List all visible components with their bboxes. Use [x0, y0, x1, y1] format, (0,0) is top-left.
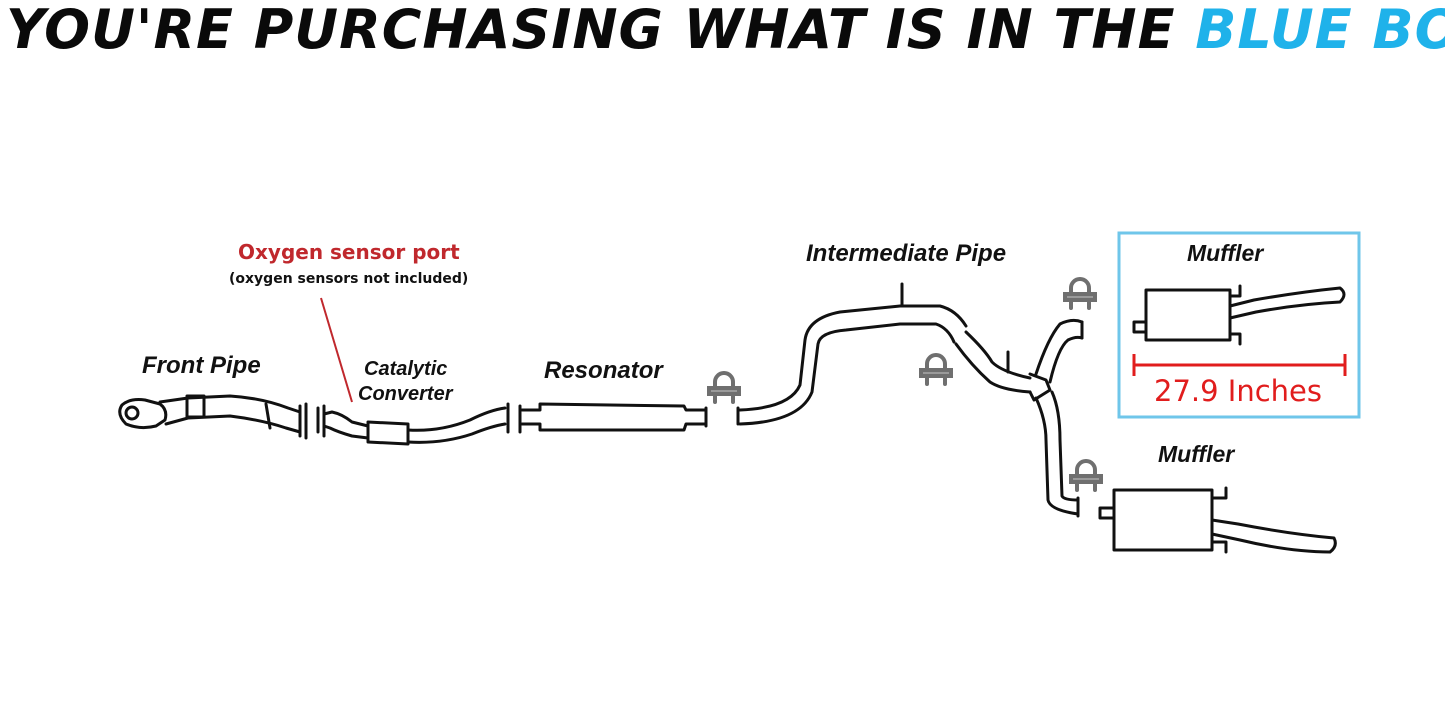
clamp-4: [1069, 459, 1103, 492]
front-pipe-part: [118, 394, 308, 440]
front-pipe-label: Front Pipe: [142, 352, 261, 379]
intermediate-pipe-label: Intermediate Pipe: [806, 240, 1007, 267]
oxygen-leader-line: [320, 297, 353, 403]
headline-prefix: YOU'RE PURCHASING WHAT IS IN THE: [6, 0, 1196, 61]
resonator-part: [518, 402, 708, 434]
clamp-3: [1063, 277, 1097, 310]
measurement-label: 27.9 Inches: [1154, 374, 1322, 408]
clamp-1: [707, 371, 741, 404]
catalytic-label-line2: Converter: [358, 383, 453, 405]
oxygen-port-label: Oxygen sensor port: [238, 240, 460, 264]
clamp-group: [707, 277, 1103, 492]
resonator-label: Resonator: [544, 357, 663, 384]
measurement-line: [1132, 354, 1347, 376]
blue-selection-box: [1117, 231, 1361, 419]
catalytic-label-line1: Catalytic: [364, 358, 448, 380]
intermediate-pipe-part: [736, 282, 1084, 518]
headline-highlight: BLUE BOX: [1195, 0, 1445, 61]
lower-muffler-label: Muffler: [1158, 441, 1235, 467]
lower-muffler-part: [1098, 486, 1337, 554]
catalytic-converter-part: [316, 402, 510, 446]
page-headline: YOU'RE PURCHASING WHAT IS IN THE BLUE BO…: [6, 0, 1445, 68]
clamp-2: [919, 353, 953, 386]
boxed-muffler-part: [1132, 284, 1346, 346]
boxed-muffler-label: Muffler: [1187, 240, 1264, 266]
oxygen-note-label: (oxygen sensors not included): [229, 271, 469, 287]
